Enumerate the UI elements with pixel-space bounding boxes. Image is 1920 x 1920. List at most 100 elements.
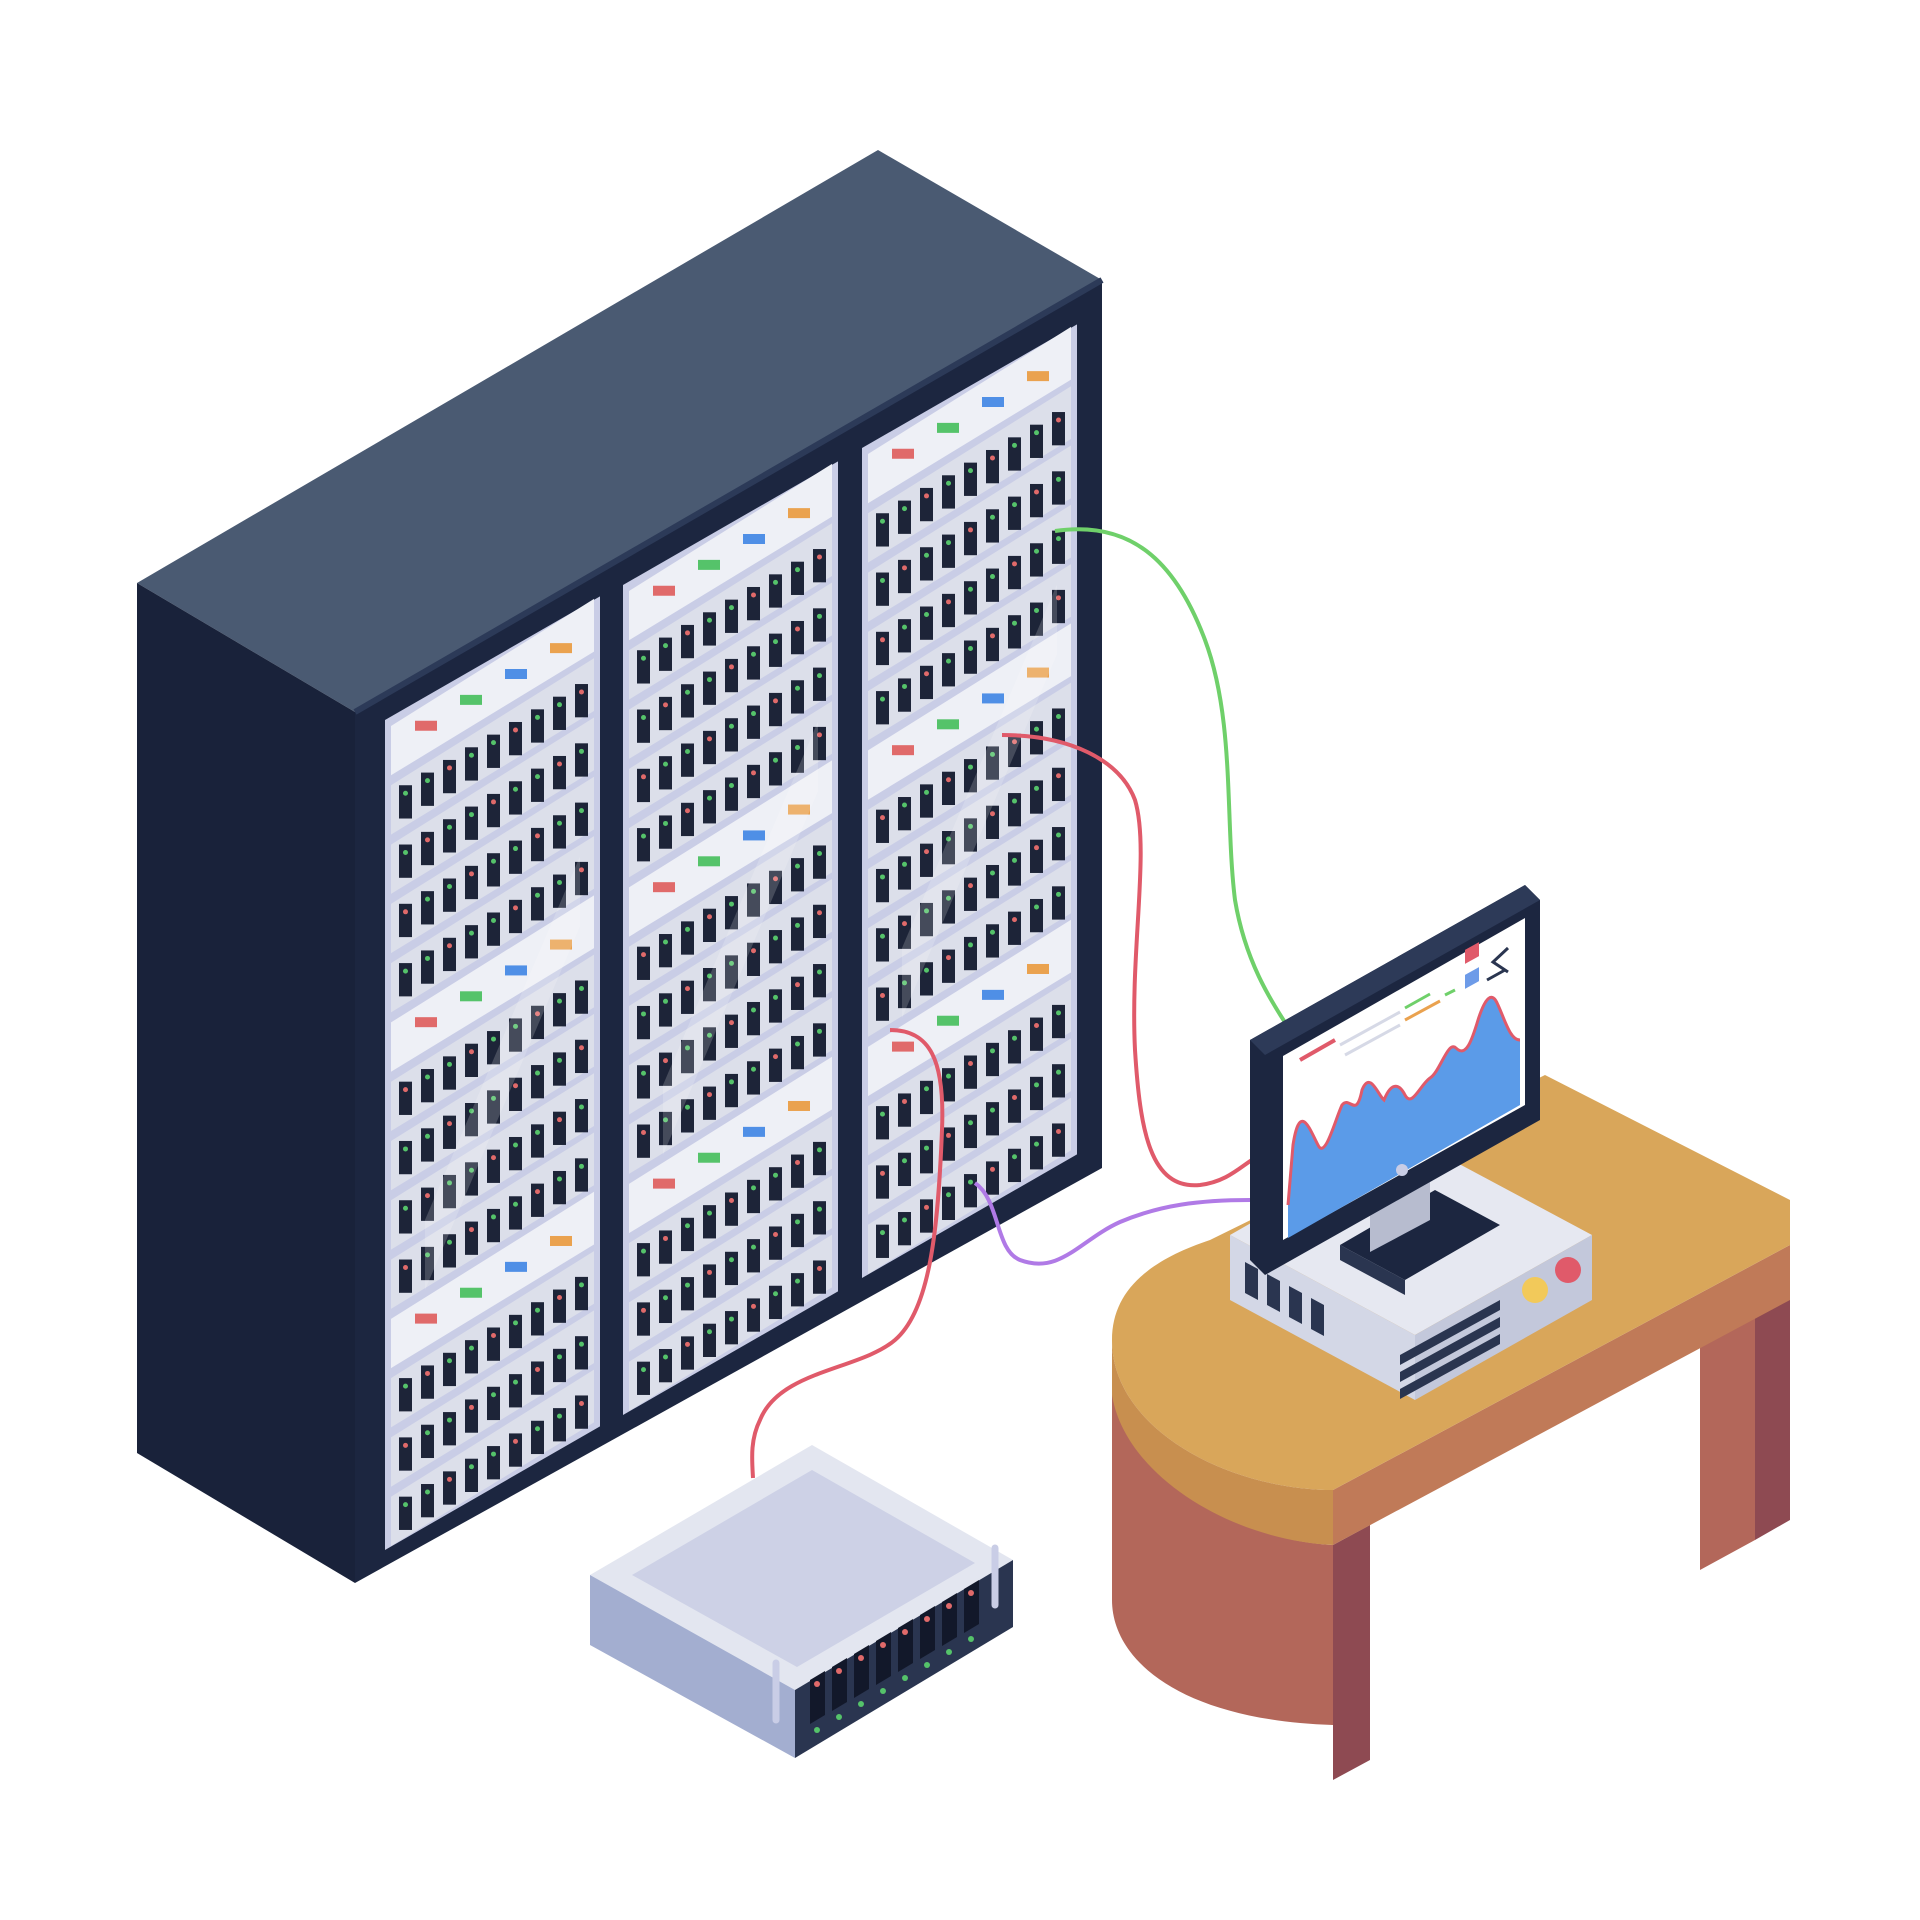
drive-led (902, 565, 907, 571)
drive-led (425, 837, 430, 843)
drive-bay (791, 1213, 804, 1248)
drive-led (707, 1269, 712, 1275)
drive-led (817, 910, 822, 916)
drive-bay (575, 1158, 588, 1192)
cabinet-top (137, 150, 1102, 712)
drive-led (403, 1205, 408, 1211)
drive-led (990, 514, 995, 520)
drive-bay (725, 1251, 738, 1286)
drive-bay (1052, 412, 1065, 446)
drive-bay (986, 746, 999, 780)
cabinet-side (137, 583, 355, 1583)
drive-led (425, 1252, 430, 1258)
drive-led (663, 761, 668, 767)
drive-led (513, 1083, 518, 1089)
drive-led (817, 850, 822, 856)
drive-bay (553, 755, 566, 790)
drive-bay (1052, 708, 1065, 742)
drive-led (902, 1098, 907, 1104)
drive-bay (813, 1141, 826, 1176)
drive-bay (553, 696, 566, 730)
drive-bay (421, 891, 434, 925)
status-indicator (743, 830, 765, 841)
drive-led (491, 740, 496, 746)
status-indicator (1027, 667, 1049, 678)
drive-led (685, 749, 690, 755)
drive-bay (575, 1099, 588, 1133)
status-indicator (460, 1287, 482, 1298)
drive-led (513, 1023, 518, 1029)
drive-bay (637, 1124, 650, 1158)
drive-bay (1052, 471, 1065, 505)
drive-bay (487, 912, 500, 946)
rack-header-unit (868, 623, 1071, 800)
status-indicator (653, 1178, 675, 1189)
drive-led (579, 808, 584, 814)
drive-bay (487, 853, 500, 887)
drive-bay (531, 1183, 544, 1217)
drive-bay (681, 1336, 694, 1370)
drive-led (491, 1155, 496, 1161)
drive-led (557, 702, 562, 708)
drive-led (729, 782, 734, 788)
drive-bay (421, 1128, 434, 1162)
drive-bay (898, 974, 911, 1009)
drive-led (535, 774, 540, 780)
drive-led (1012, 502, 1017, 508)
drive-bay (1008, 911, 1021, 945)
drive-bay (813, 726, 826, 761)
drive-led (491, 1036, 496, 1042)
drive-bay (553, 993, 566, 1027)
pc-yellow-button (1522, 1277, 1548, 1303)
drive-led (1012, 1035, 1017, 1041)
drive-bay (637, 1361, 650, 1395)
drive-bay (747, 1179, 760, 1214)
drive-led (773, 757, 778, 763)
drive-led (751, 1066, 756, 1072)
drive-bay (681, 743, 694, 777)
drive-led (447, 884, 452, 890)
drive-led (902, 506, 907, 512)
drive-bay (443, 1115, 456, 1149)
drive-led (968, 468, 973, 474)
drive-led (924, 789, 929, 795)
drive-led (795, 685, 800, 691)
drive-bay (964, 521, 977, 556)
drive-bay (1052, 886, 1065, 920)
drive-bay (942, 1186, 955, 1220)
rack-drive-led-green (836, 1714, 842, 1720)
drive-led (641, 1011, 646, 1017)
drive-bay (986, 1161, 999, 1195)
rack-header-unit (391, 1191, 594, 1369)
status-indicator (550, 939, 572, 950)
drive-led (579, 748, 584, 754)
drive-bay (553, 1111, 566, 1145)
drive-bay (443, 759, 456, 794)
drive-bay (898, 559, 911, 594)
server-cabinet (137, 150, 1104, 1583)
status-indicator (892, 448, 914, 459)
drive-bay (531, 1065, 544, 1099)
drive-led (1034, 489, 1039, 495)
drive-bay (399, 785, 412, 819)
drive-led (990, 1048, 995, 1054)
drive-led (968, 527, 973, 533)
drive-bay (942, 653, 955, 687)
drive-led (924, 1204, 929, 1210)
drive-bay (986, 864, 999, 899)
drive-bay (747, 705, 760, 739)
drive-bay (421, 1484, 434, 1518)
drive-bay (443, 937, 456, 972)
drive-led (880, 993, 885, 999)
drive-led (685, 1104, 690, 1110)
drive-bay (1052, 1004, 1065, 1039)
drive-led (773, 579, 778, 585)
drive-led (968, 1179, 973, 1185)
drive-bay (747, 646, 760, 680)
drive-led (902, 683, 907, 689)
drive-bay (681, 624, 694, 659)
drive-bay (1008, 1030, 1021, 1064)
status-indicator (653, 882, 675, 893)
drive-led (773, 1172, 778, 1178)
drive-led (924, 1145, 929, 1151)
